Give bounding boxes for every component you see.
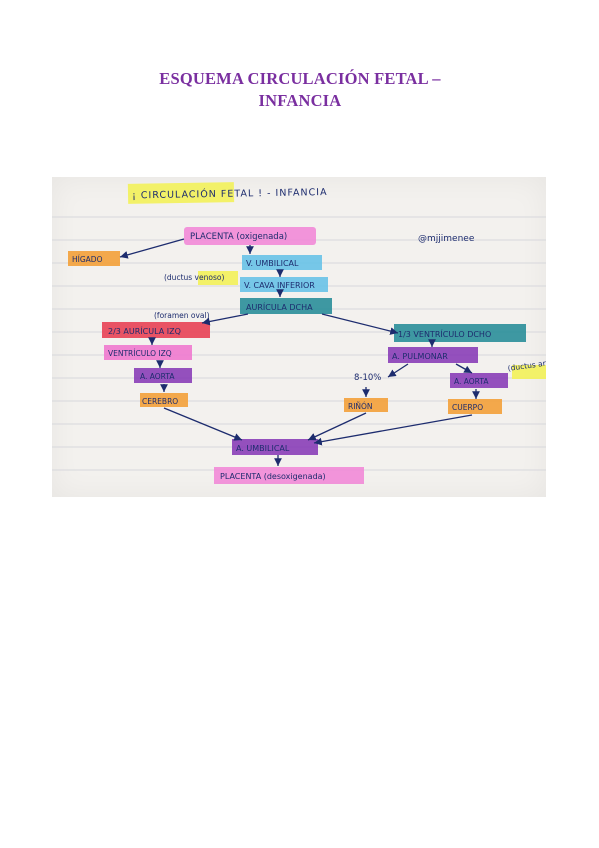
placenta-top-label: PLACENTA (oxigenada) bbox=[190, 232, 287, 242]
cuerpo-highlight bbox=[448, 399, 502, 414]
heading-highlight bbox=[127, 182, 235, 204]
handwritten-diagram-photo: ¡ CIRCULACIÓN FETAL ! - INFANCIA @mjjime… bbox=[52, 177, 546, 497]
ductus-venoso-label: (ductus venoso) bbox=[164, 273, 224, 282]
ductus-arterioso-highlight bbox=[512, 365, 546, 379]
higado-label: HÍGADO bbox=[72, 255, 103, 264]
aorta-right-highlight bbox=[450, 373, 508, 388]
aorta-left-highlight bbox=[134, 368, 192, 383]
cerebro-label: CEREBRO bbox=[142, 397, 178, 406]
highlights bbox=[68, 182, 546, 484]
ventriculo-izq-label: VENTRÍCULO IZQ bbox=[108, 349, 172, 358]
umbilical-arteria-label: A. UMBILICAL bbox=[236, 444, 290, 453]
cerebro-highlight bbox=[140, 393, 188, 407]
diagram-canvas: ¡ CIRCULACIÓN FETAL ! - INFANCIA @mjjime… bbox=[52, 182, 546, 484]
ventriculo-izq-highlight bbox=[104, 345, 192, 360]
umbilical-arteria-highlight bbox=[232, 439, 318, 455]
pulmonar-highlight bbox=[388, 347, 478, 363]
page-title: ESQUEMA CIRCULACIÓN FETAL – INFANCIA bbox=[60, 68, 540, 112]
title-line-2: INFANCIA bbox=[258, 91, 342, 110]
auricula-dcha-label: AURÍCULA DCHA bbox=[246, 301, 313, 312]
ventriculo-dcho-highlight bbox=[394, 324, 526, 342]
placenta-top-highlight bbox=[184, 227, 316, 245]
vena-umbilical-label: V. UMBILICAL bbox=[246, 259, 299, 268]
ductus-venoso-highlight bbox=[198, 271, 238, 285]
pulmonar-label: A. PULMONAR bbox=[392, 352, 448, 361]
placenta-bottom-highlight bbox=[214, 467, 364, 484]
aorta-left-label: A. AORTA bbox=[140, 372, 175, 381]
rinon-label: RIÑÓN bbox=[348, 402, 373, 411]
higado-highlight bbox=[68, 251, 120, 266]
arrows bbox=[119, 238, 480, 466]
auricula-izq-highlight bbox=[102, 322, 210, 338]
note-author: @mjjimenee bbox=[418, 234, 475, 244]
auricula-dcha-highlight bbox=[240, 298, 332, 314]
placenta-bottom-label: PLACENTA (desoxigenada) bbox=[220, 472, 326, 481]
rinon-highlight bbox=[344, 398, 388, 412]
percent-label: 8-10% bbox=[354, 373, 381, 383]
vena-cava-label: V. CAVA INFERIOR bbox=[244, 281, 315, 290]
auricula-izq-label: 2/3 AURÍCULA IZQ bbox=[108, 325, 181, 336]
vena-umbilical-highlight bbox=[242, 255, 322, 270]
foramen-oval-label: (foramen oval) bbox=[154, 311, 210, 320]
note-heading: ¡ CIRCULACIÓN FETAL ! - INFANCIA bbox=[132, 186, 328, 201]
ventriculo-dcho-label: 1/3 VENTRÍCULO DCHO bbox=[398, 328, 491, 339]
aorta-right-label: A. AORTA bbox=[454, 377, 489, 386]
title-line-1: ESQUEMA CIRCULACIÓN FETAL – bbox=[159, 69, 441, 88]
vena-cava-highlight bbox=[240, 277, 328, 292]
cuerpo-label: CUERPO bbox=[452, 403, 483, 412]
